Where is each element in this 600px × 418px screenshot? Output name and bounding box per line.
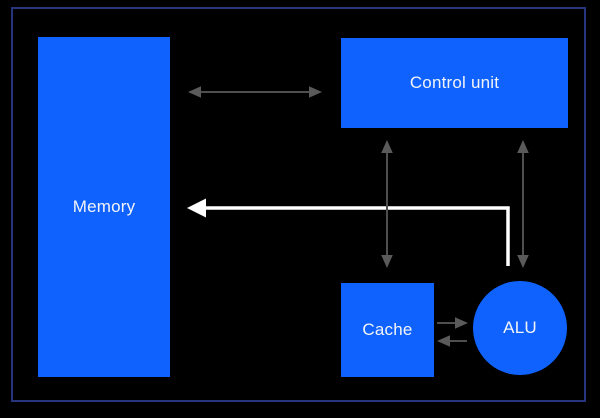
node-alu: ALU [473, 281, 567, 375]
node-control-unit-label: Control unit [409, 73, 500, 92]
node-control-unit: Control unit [341, 38, 568, 128]
node-alu-label: ALU [503, 318, 537, 337]
diagram-frame-border [11, 7, 586, 402]
node-memory-label: Memory [72, 197, 136, 216]
node-cache-label: Cache [362, 320, 413, 339]
node-cache: Cache [341, 283, 434, 377]
node-memory: Memory [38, 37, 170, 377]
